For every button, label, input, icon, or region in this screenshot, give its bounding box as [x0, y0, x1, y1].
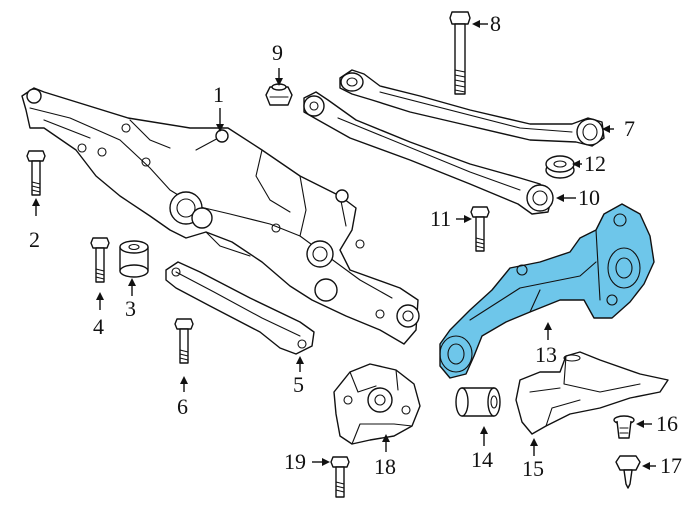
- nut-icon: [265, 83, 293, 106]
- callout-10: 10: [578, 185, 600, 210]
- callout-2: 2: [29, 227, 40, 252]
- brace-icon: [165, 261, 315, 355]
- callout-8: 8: [490, 11, 501, 36]
- leader-lines: [32, 20, 656, 470]
- clip-icon: [613, 415, 635, 439]
- callout-6: 6: [177, 394, 188, 419]
- mount-bracket-icon: [333, 363, 421, 445]
- callout-1: 1: [213, 82, 224, 107]
- bolt-icon: [470, 206, 490, 252]
- screw-icon: [615, 455, 641, 489]
- bolt-icon: [174, 318, 194, 364]
- callout-15: 15: [522, 456, 544, 481]
- callout-3: 3: [125, 296, 136, 321]
- shield-plate-icon: [515, 351, 669, 435]
- rear-subframe-icon: [21, 87, 420, 345]
- knuckle-highlight: [439, 203, 655, 379]
- callout-14: 14: [471, 447, 493, 472]
- callout-11: 11: [430, 206, 452, 231]
- upper-control-arm-icon: [339, 69, 605, 147]
- callout-5: 5: [293, 372, 304, 397]
- bolt-icon: [330, 456, 350, 498]
- lower-control-arm-icon: [303, 91, 554, 215]
- bolt-icon: [449, 11, 471, 95]
- callout-13: 13: [535, 342, 557, 367]
- callout-16: 16: [656, 411, 678, 436]
- callout-17: 17: [660, 453, 682, 478]
- bolt-icon: [26, 150, 46, 196]
- callout-12: 12: [584, 151, 606, 176]
- callout-4: 4: [93, 314, 104, 339]
- callout-18: 18: [374, 454, 396, 479]
- bolt-icon: [90, 237, 110, 283]
- callout-19: 19: [284, 449, 306, 474]
- bushing-icon: [455, 387, 501, 417]
- knuckle-icon: [439, 203, 655, 379]
- callout-7: 7: [624, 116, 635, 141]
- bushing-icon: [119, 240, 149, 278]
- washer-icon: [545, 155, 575, 179]
- callout-9: 9: [272, 40, 283, 65]
